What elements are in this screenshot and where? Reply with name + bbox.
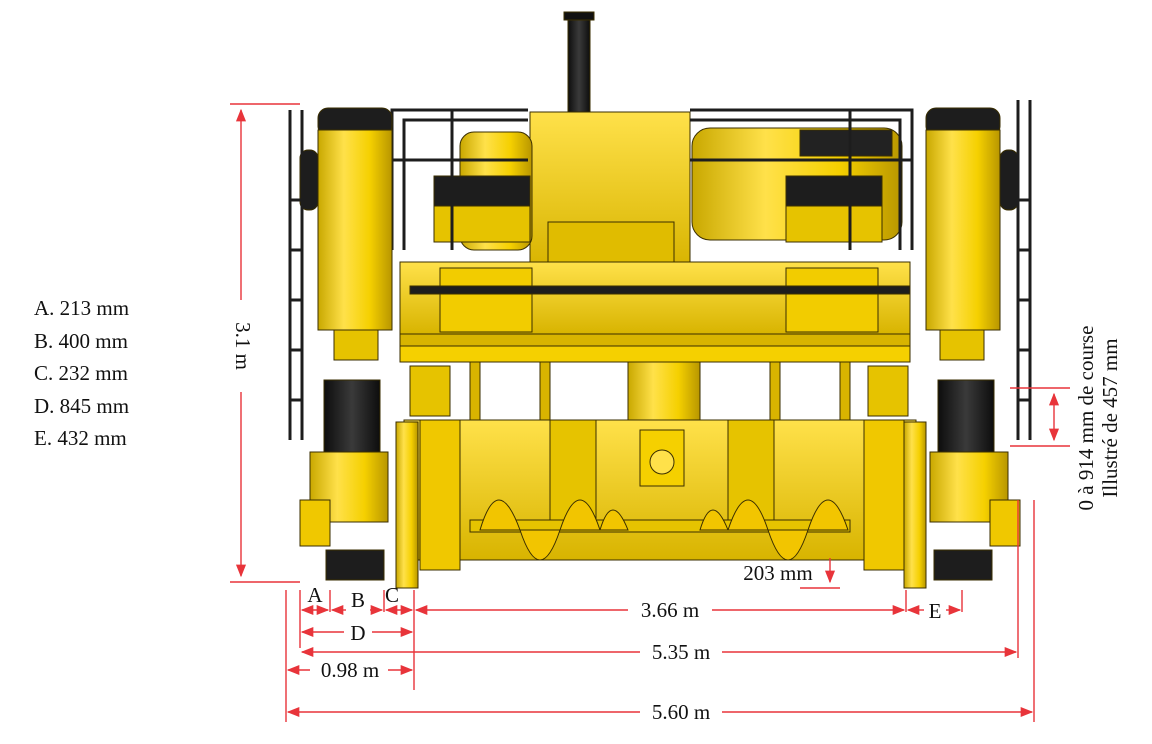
label-track-width: 5.35 m bbox=[652, 640, 710, 664]
legend-item-b: B. 400 mm bbox=[34, 328, 128, 353]
dimension-legend: A. 213 mm B. 400 mm C. 232 mm D. 845 mm … bbox=[34, 292, 129, 455]
label-inner-width: 3.66 m bbox=[641, 598, 699, 622]
railing bbox=[390, 108, 914, 250]
legend-item-e: E. 432 mm bbox=[34, 426, 127, 450]
machine-body bbox=[288, 11, 1032, 589]
height-label: 3.1 m bbox=[231, 322, 255, 370]
legend-item-d: D. 845 mm bbox=[34, 393, 130, 418]
label-a: A bbox=[307, 583, 323, 607]
left-track-tower bbox=[288, 107, 393, 581]
auger-flights bbox=[479, 499, 849, 561]
legend-item-a: A. 213 mm bbox=[34, 296, 130, 320]
stroke-label-line2: Illustré de 457 mm bbox=[1098, 338, 1122, 497]
label-b: B bbox=[351, 588, 365, 612]
clearance-label: 203 mm bbox=[743, 561, 812, 585]
label-overall-width: 5.60 m bbox=[652, 700, 710, 724]
label-offset: 0.98 m bbox=[321, 658, 379, 682]
stroke-label-line1: 0 à 914 mm de course bbox=[1074, 326, 1098, 511]
label-e: E bbox=[929, 599, 942, 623]
right-track-tower bbox=[925, 100, 1032, 581]
dimension-lines bbox=[230, 103, 1070, 722]
exhaust-stack bbox=[567, 13, 591, 113]
label-c: C bbox=[385, 583, 399, 607]
label-d: D bbox=[350, 621, 365, 645]
legend-item-c: C. 232 mm bbox=[34, 361, 128, 385]
